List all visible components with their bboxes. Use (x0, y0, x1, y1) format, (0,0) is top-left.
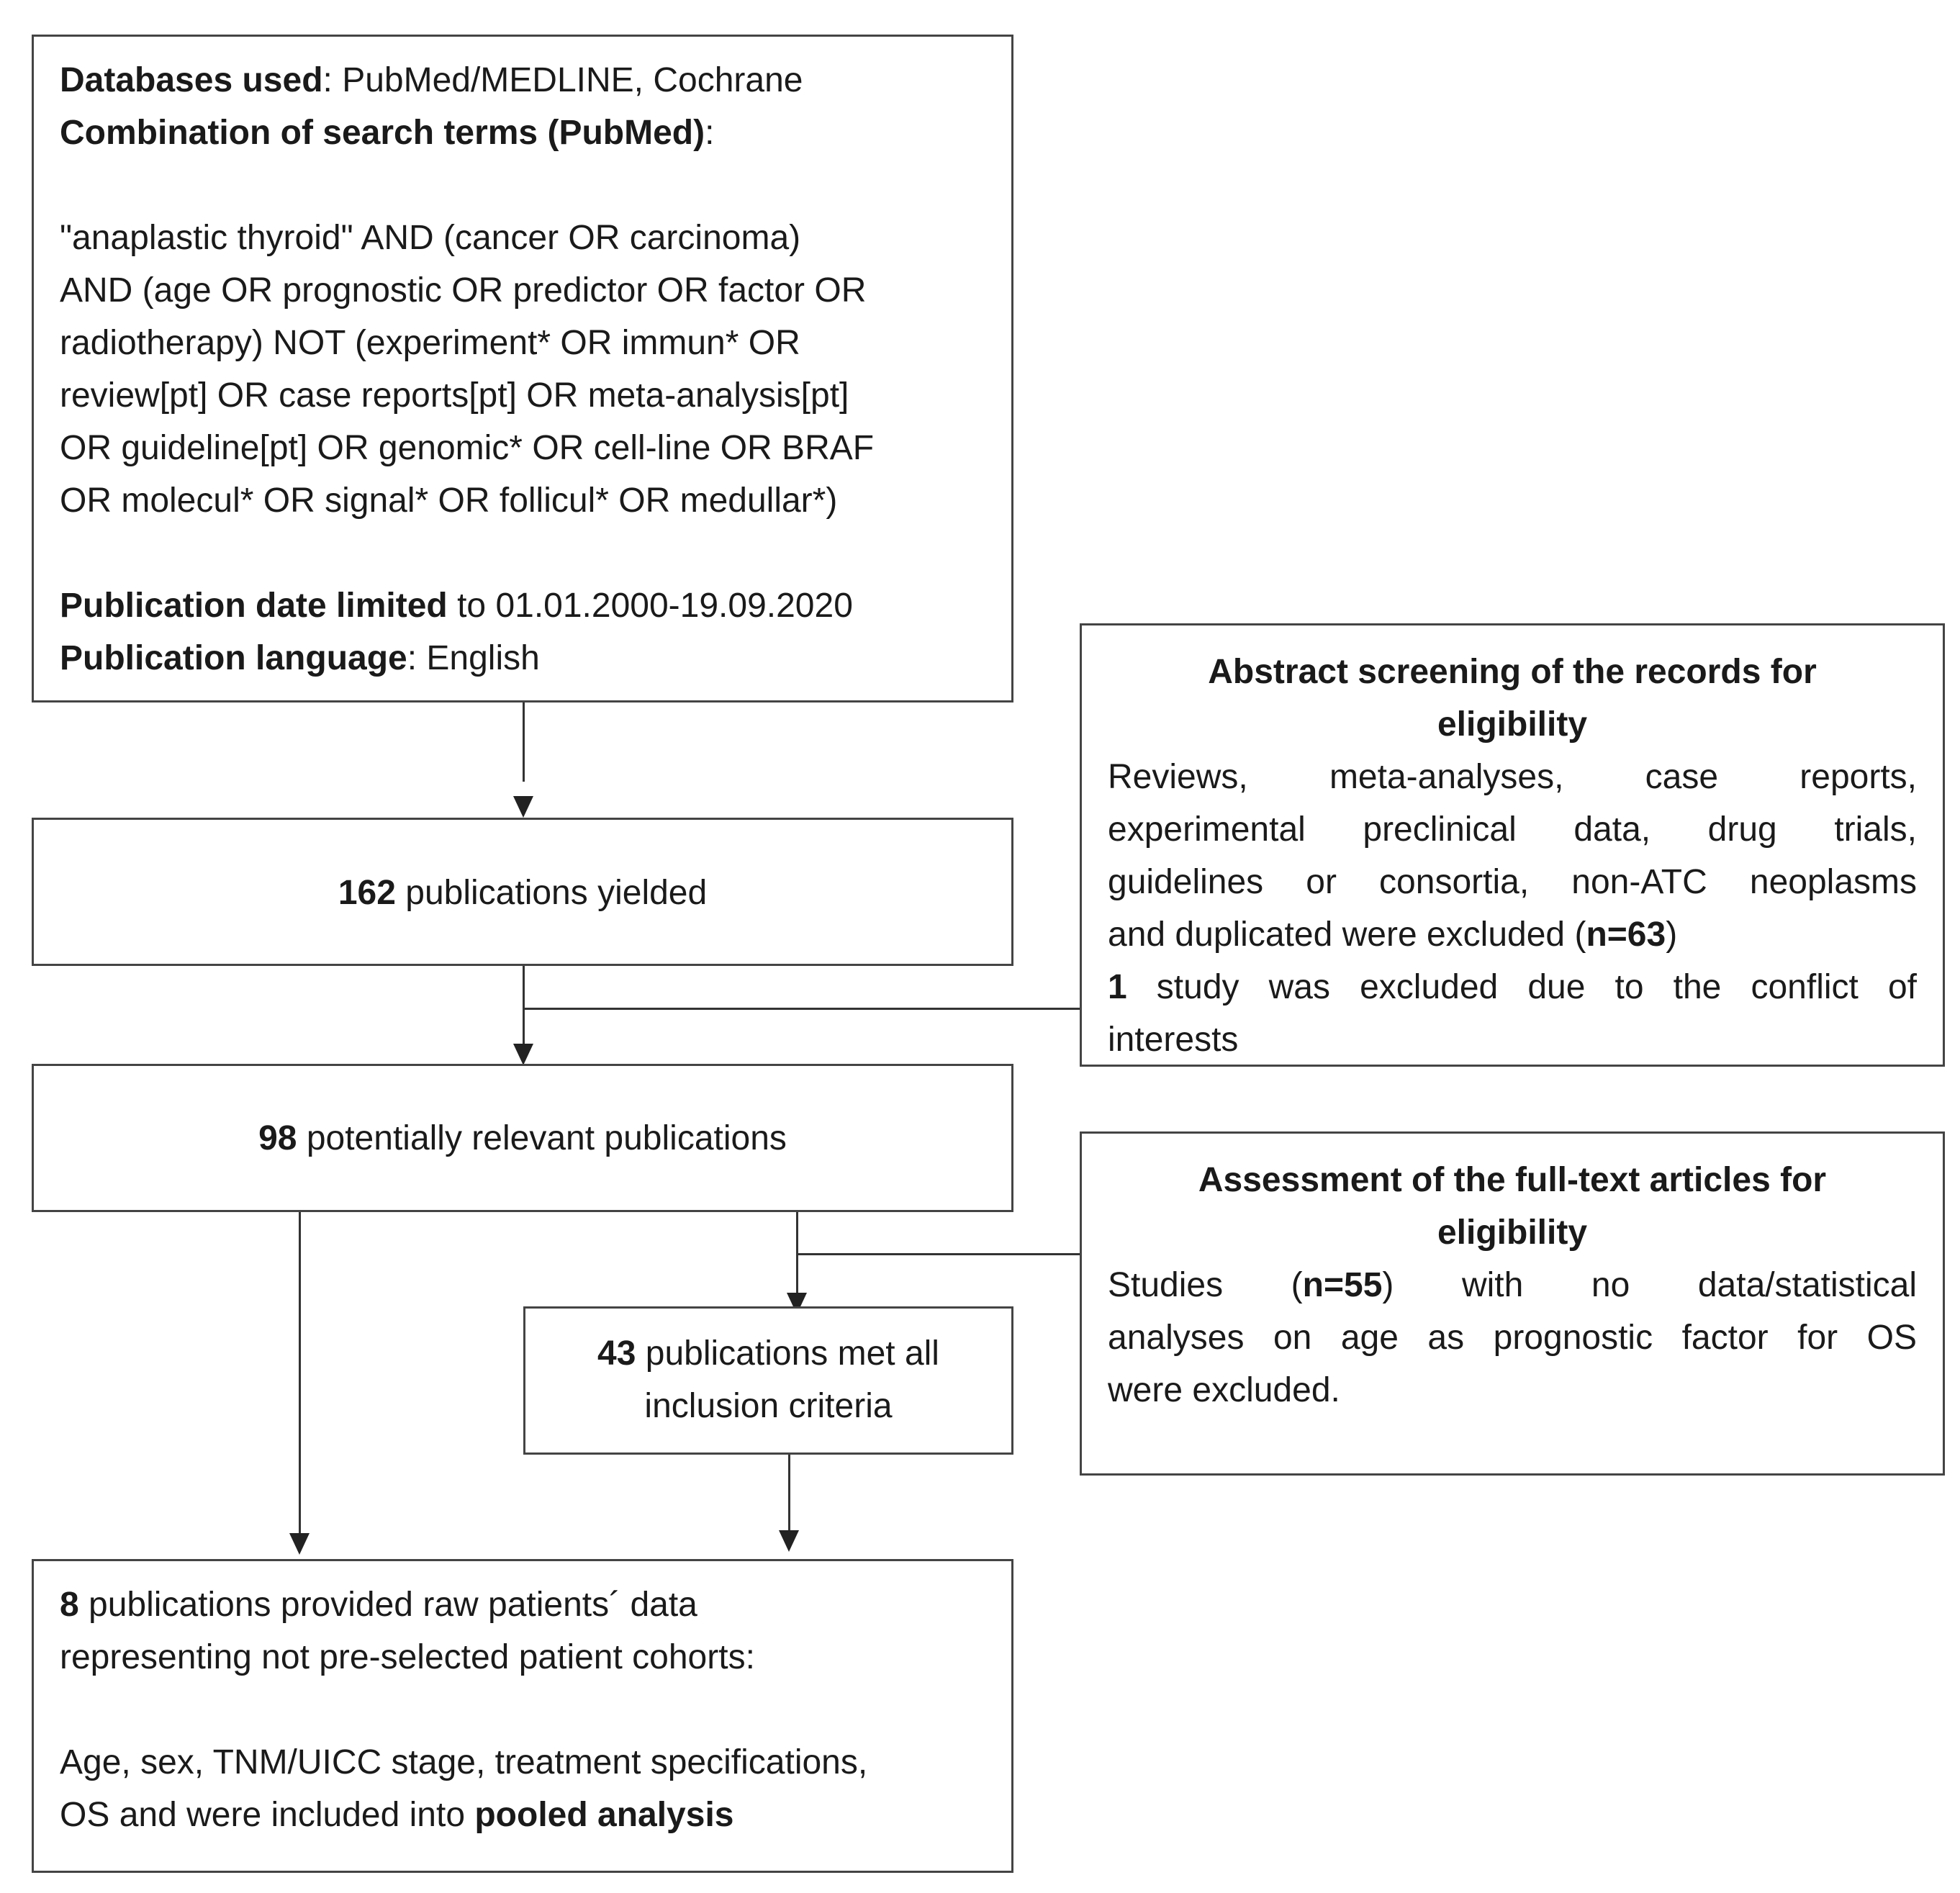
relevant-box: 98 potentially relevant publications (32, 1064, 1013, 1212)
conflict-line1: 1 study was excluded due to the conflict… (1108, 961, 1917, 1013)
final-box: 8 publications provided raw patients´ da… (32, 1559, 1013, 1873)
abstract-body-line: guidelines or consortia, non-ATC neoplas… (1108, 863, 1917, 901)
fulltext-line2: analyses on age as prognostic factor for… (1108, 1319, 1917, 1357)
arrowhead (289, 1533, 310, 1555)
publication-language-line: Publication language: English (60, 632, 985, 685)
final-line3: Age, sex, TNM/UICC stage, treatment spec… (60, 1743, 868, 1781)
abstract-screening-box: Abstract screening of the records for el… (1080, 623, 1945, 1067)
publication-date-label: Publication date limited (60, 587, 448, 625)
conflict-line2: interests (1108, 1021, 1239, 1059)
connector-relevant-to-final (299, 1212, 301, 1533)
relevant-count: 98 (258, 1119, 297, 1157)
final-line1: publications provided raw patients´ data (78, 1586, 697, 1624)
query-line: review[pt] OR case reports[pt] OR meta-a… (60, 376, 849, 415)
connector-to-abstract-screening (523, 1008, 1080, 1010)
yield-box: 162 publications yielded (32, 818, 1013, 966)
abstract-title-line1: Abstract screening of the records for (1208, 653, 1817, 691)
connector-relevant-to-criteria (796, 1212, 798, 1293)
arrowhead (513, 796, 533, 818)
studies-line: Studies (n=55) with no data/statistical (1108, 1259, 1917, 1311)
databases-line: Databases used: PubMed/MEDLINE, Cochrane (60, 54, 985, 107)
publication-language-value: : English (407, 639, 540, 677)
search-terms-line: Combination of search terms (PubMed): (60, 107, 985, 159)
fulltext-line3: were excluded. (1108, 1371, 1340, 1409)
search-strategy-box: Databases used: PubMed/MEDLINE, Cochrane… (32, 35, 1013, 702)
search-terms-label: Combination of search terms (PubMed) (60, 114, 705, 152)
databases-value: : PubMed/MEDLINE, Cochrane (322, 61, 803, 99)
query-line: OR molecul* OR signal* OR follicul* OR m… (60, 482, 838, 520)
connector-search-to-yield (523, 702, 525, 782)
query-line: AND (age OR prognostic OR predictor OR f… (60, 271, 867, 310)
search-terms-suffix: : (705, 114, 715, 152)
conflict-count: 1 (1108, 968, 1127, 1006)
query-line: "anaplastic thyroid" AND (cancer OR carc… (60, 219, 801, 257)
criteria-box: 43 publications met all inclusion criter… (523, 1306, 1013, 1455)
fulltext-assessment-box: Assessment of the full-text articles for… (1080, 1131, 1945, 1476)
studies-prefix: Studies ( (1108, 1266, 1303, 1304)
databases-label: Databases used (60, 61, 323, 99)
arrowhead (779, 1530, 799, 1552)
connector-to-fulltext-assessment (796, 1253, 1080, 1255)
query-line: radiotherapy) NOT (experiment* OR immun*… (60, 324, 800, 362)
arrowhead (513, 1044, 533, 1065)
pooled-analysis-label: pooled analysis (474, 1796, 734, 1834)
query-line: OR guideline[pt] OR genomic* OR cell-lin… (60, 429, 875, 467)
studies-count: n=55 (1302, 1266, 1383, 1304)
fulltext-title-line1: Assessment of the full-text articles for (1198, 1161, 1827, 1199)
final-count: 8 (60, 1586, 79, 1624)
criteria-text-line1: publications met all (636, 1334, 939, 1373)
abstract-body-line: experimental preclinical data, drug tria… (1108, 810, 1917, 849)
abstract-body-last-prefix: and duplicated were excluded ( (1108, 916, 1586, 954)
abstract-body-last-suffix: ) (1666, 916, 1678, 954)
connector-criteria-to-final (788, 1455, 790, 1530)
abstract-body-line: Reviews, meta-analyses, case reports, (1108, 758, 1917, 796)
excluded-count: n=63 (1586, 916, 1666, 954)
conflict-text: study was excluded due to the conflict o… (1126, 968, 1917, 1006)
yield-count: 162 (338, 874, 396, 912)
yield-text: publications yielded (395, 874, 708, 912)
connector-yield-to-relevant (523, 966, 525, 1044)
abstract-title-line2: eligibility (1437, 705, 1588, 744)
publication-language-label: Publication language (60, 639, 407, 677)
abstract-body-last-line: and duplicated were excluded (n=63) (1108, 908, 1917, 961)
relevant-text: potentially relevant publications (297, 1119, 787, 1157)
criteria-text-line2: inclusion criteria (644, 1387, 893, 1425)
studies-suffix: ) with no data/statistical (1382, 1266, 1917, 1304)
publication-date-line: Publication date limited to 01.01.2000-1… (60, 579, 985, 632)
criteria-count: 43 (597, 1334, 636, 1373)
final-line2: representing not pre-selected patient co… (60, 1638, 755, 1676)
final-line4-prefix: OS and were included into (60, 1796, 475, 1834)
publication-date-value: to 01.01.2000-19.09.2020 (447, 587, 853, 625)
fulltext-title-line2: eligibility (1437, 1214, 1588, 1252)
